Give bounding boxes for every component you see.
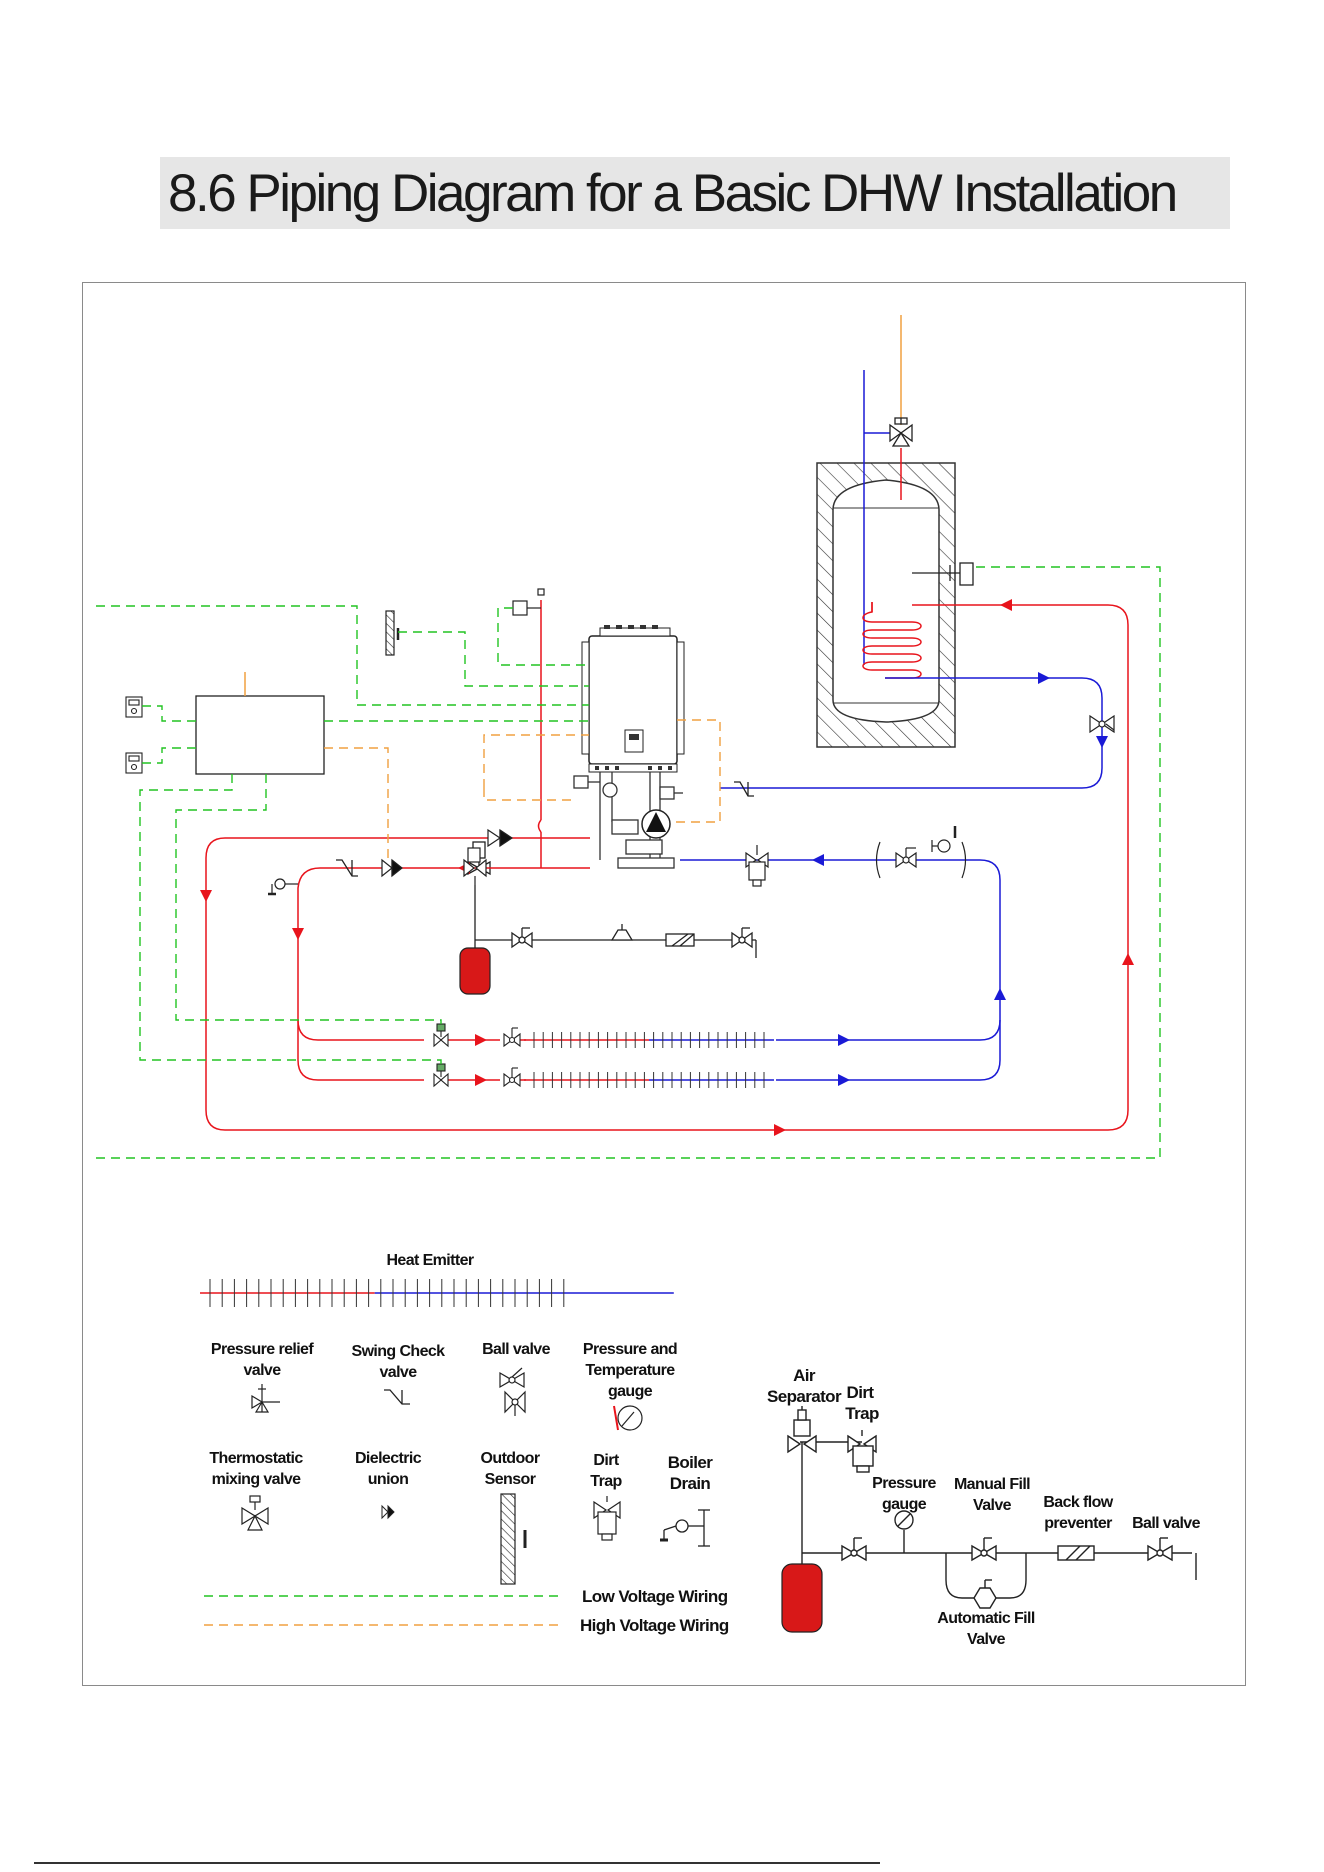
heat-emitter-2 bbox=[524, 1072, 774, 1088]
relief-valve-sensor bbox=[512, 588, 545, 616]
zone-controller bbox=[195, 672, 325, 775]
legend-prv-label-1: Pressure relief bbox=[211, 1341, 314, 1358]
legend-du-label-2: union bbox=[368, 1471, 409, 1488]
legend-bd-label-2: Drain bbox=[670, 1474, 711, 1493]
emitter-valve-2 bbox=[503, 1067, 521, 1088]
expansion-tank bbox=[459, 940, 491, 995]
return-piping bbox=[680, 677, 1103, 1081]
swing-check-primary bbox=[336, 859, 358, 877]
thermostatic-mixing-valve-icon bbox=[241, 1495, 269, 1531]
zone-valve-2 bbox=[433, 1063, 449, 1088]
boiler-drain-icon bbox=[660, 1509, 710, 1547]
emitter-valve-1 bbox=[503, 1027, 521, 1048]
legend-tmv-label-1: Thermostatic bbox=[209, 1450, 303, 1467]
ball-valve-icon bbox=[499, 1367, 526, 1416]
fill-assembly bbox=[474, 885, 757, 958]
legend-ball-valve-label: Ball valve bbox=[482, 1341, 551, 1358]
legend-dt-label-1: Dirt bbox=[593, 1452, 619, 1469]
check-valve-primary bbox=[381, 858, 403, 878]
inset-ball-valve-label: Ball valve bbox=[1132, 1515, 1201, 1532]
legend-high-voltage-label: High Voltage Wiring bbox=[580, 1616, 729, 1635]
high-voltage-wiring bbox=[324, 719, 721, 860]
legend-pt-label-2: Temperature bbox=[585, 1362, 675, 1379]
tank-mixing-valve bbox=[889, 417, 913, 447]
legend-swing-label-1: Swing Check bbox=[352, 1343, 446, 1360]
tank-aquastat bbox=[912, 562, 974, 586]
dielectric-union-icon bbox=[381, 1504, 395, 1520]
page-title: 8.6 Piping Diagram for a Basic DHW Insta… bbox=[168, 164, 1178, 223]
legend-du-label-1: Dielectric bbox=[355, 1450, 422, 1467]
low-voltage-wiring bbox=[96, 566, 1161, 1159]
inset-air-sep-label-1: Air bbox=[793, 1366, 816, 1385]
inset-manual-fill-label-1: Manual Fill bbox=[954, 1476, 1030, 1493]
inset-dirt-trap-label-1: Dirt bbox=[847, 1383, 875, 1402]
inset-dirt-trap-label-2: Trap bbox=[845, 1404, 879, 1423]
footer-rule bbox=[34, 1862, 880, 1864]
pt-gauge-icon bbox=[613, 1405, 643, 1431]
heat-emitter-1 bbox=[524, 1032, 774, 1048]
inset-gauge-label-2: gauge bbox=[882, 1496, 927, 1513]
tank-coil bbox=[862, 602, 922, 679]
inset-auto-fill-label-2: Valve bbox=[967, 1631, 1006, 1648]
legend-prv-label-2: valve bbox=[243, 1362, 281, 1379]
zone-valve-1 bbox=[433, 1023, 449, 1048]
swing-check-return bbox=[734, 781, 754, 797]
return-arrows bbox=[812, 672, 1108, 1086]
return-ball-valve bbox=[875, 841, 967, 879]
legend-os-label-2: Sensor bbox=[485, 1471, 536, 1488]
legend-dt-label-2: Trap bbox=[590, 1473, 622, 1490]
swing-check-valve-icon bbox=[384, 1389, 410, 1405]
boiler-trim bbox=[573, 772, 683, 869]
boiler bbox=[581, 625, 685, 773]
diagram-frame bbox=[82, 282, 1246, 1686]
boiler-drain-left bbox=[268, 878, 298, 896]
inset-auto-fill-label-1: Automatic Fill bbox=[937, 1610, 1035, 1627]
legend-low-voltage-label: Low Voltage Wiring bbox=[582, 1587, 728, 1606]
title-bar: 8.6 Piping Diagram for a Basic DHW Insta… bbox=[160, 157, 1230, 229]
thermostat-2 bbox=[125, 752, 143, 774]
supply-piping bbox=[205, 600, 1129, 1131]
legend-heat-emitter-symbol bbox=[200, 1279, 674, 1307]
dirt-trap-icon bbox=[593, 1496, 621, 1541]
fill-detail-inset: Air Separator Dirt Trap Pressure gauge M… bbox=[767, 1366, 1201, 1648]
thermostat-1 bbox=[125, 696, 143, 718]
inset-gauge-label-1: Pressure bbox=[872, 1475, 936, 1492]
inset-air-sep-label-2: Separator bbox=[767, 1387, 842, 1406]
inset-backflow-label-1: Back flow bbox=[1043, 1494, 1113, 1511]
return-boiler-drain bbox=[931, 826, 957, 853]
legend-bd-label-1: Boiler bbox=[668, 1453, 714, 1472]
legend-tmv-label-2: mixing valve bbox=[212, 1471, 302, 1488]
legend: Heat Emitter Pressure relief valve Swing… bbox=[200, 1252, 729, 1635]
legend-pt-label-1: Pressure and bbox=[583, 1341, 677, 1358]
legend-heat-emitter: Heat Emitter bbox=[386, 1252, 473, 1269]
inset-manual-fill-label-2: Valve bbox=[973, 1497, 1012, 1514]
legend-os-label-1: Outdoor bbox=[481, 1450, 540, 1467]
pressure-relief-valve-icon bbox=[251, 1384, 280, 1413]
outdoor-sensor-diagram bbox=[385, 610, 400, 656]
legend-pt-label-3: gauge bbox=[608, 1383, 653, 1400]
legend-swing-label-2: valve bbox=[379, 1364, 417, 1381]
air-separator-primary bbox=[463, 847, 487, 885]
outdoor-sensor-icon bbox=[500, 1493, 527, 1585]
check-valve-indirect bbox=[487, 828, 514, 848]
inset-expansion-tank bbox=[781, 1563, 823, 1633]
system-pump bbox=[641, 809, 671, 839]
return-dirt-trap bbox=[745, 845, 769, 887]
inset-backflow-label-2: preventer bbox=[1044, 1515, 1112, 1532]
indirect-return-valve bbox=[1089, 714, 1115, 734]
